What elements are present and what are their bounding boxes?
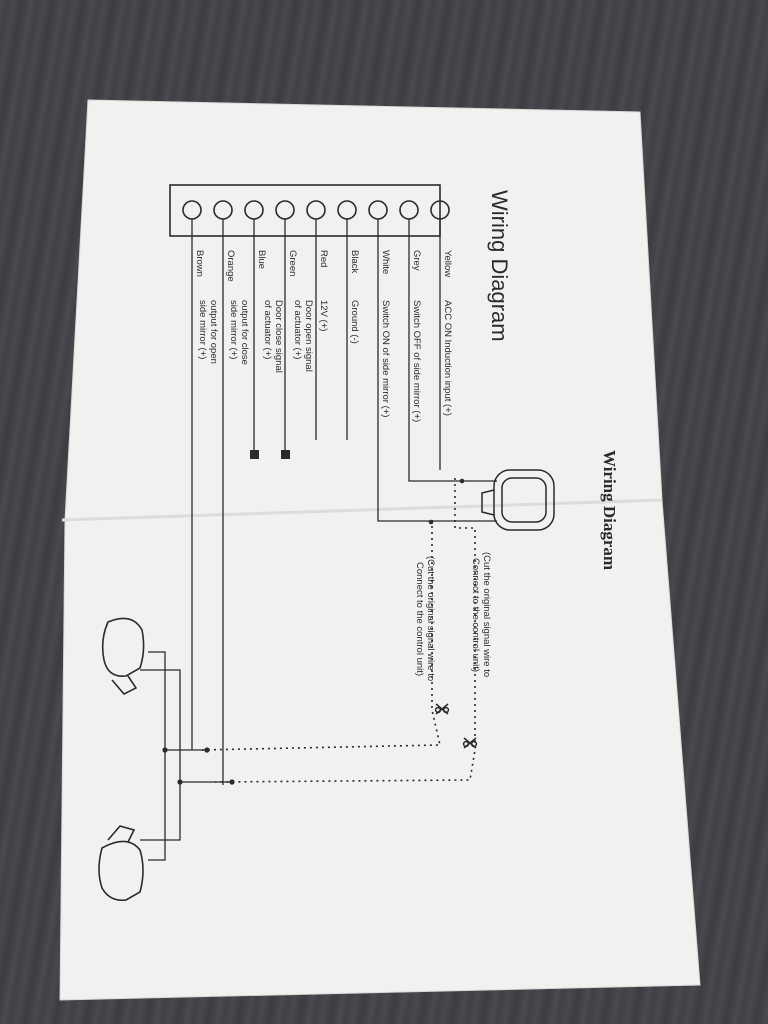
note-cut-wire: (Cut the original signal wire to [425,556,436,681]
rocker-switch-icon [481,469,555,531]
lock-connector-blue [250,450,259,459]
scissors-icon [462,737,478,749]
wire-color-label: White [380,250,391,274]
page-title-secondary: Wiring Diagram [600,450,619,570]
wire-color-label: Black [349,250,360,273]
wire-function-label: 12V (+) [318,300,329,331]
wire-function-label: Door close signal [273,300,284,373]
wire-color-label: Brown [194,250,205,277]
junction-dot [428,519,434,525]
junction-dot [459,478,465,484]
note-cut-wire: Connect to the control unit) [414,562,425,676]
wire-color-label: Orange [225,250,236,282]
connector-strip [169,184,441,237]
wire-function-label: Ground (-) [349,300,360,344]
wire-color-label: Yellow [442,250,453,277]
note-cut-wire: (Cut the original signal wire to [481,552,492,677]
wire-function-label: side mirror (+) [197,300,208,359]
wire-function-label: of actuator (+) [292,300,303,359]
side-mirror-icon [101,617,145,695]
wire-function-label: Switch OFF of side mirror (+) [411,300,422,422]
wire-function-label: ACC ON Induction input (+) [442,300,453,416]
wire-color-label: Red [318,250,329,267]
wire-function-label: output for close [239,300,250,365]
paper-fold [61,498,663,522]
wire-color-label: Green [287,250,298,276]
page-title: Wiring Diagram [487,190,512,342]
wire-function-label: side mirror (+) [228,300,239,359]
wire-color-label: Grey [411,250,422,271]
wire-color-label: Blue [256,250,267,269]
wire-function-label: Switch ON of side mirror (+) [380,300,391,417]
wire-function-label: of actuator (+) [262,300,273,359]
wire-function-label: Door open signal [303,300,314,372]
lock-connector-green [281,450,290,459]
side-mirror-icon [98,825,144,902]
wire-function-label: output for open [208,300,219,364]
scissors-icon [434,703,450,715]
